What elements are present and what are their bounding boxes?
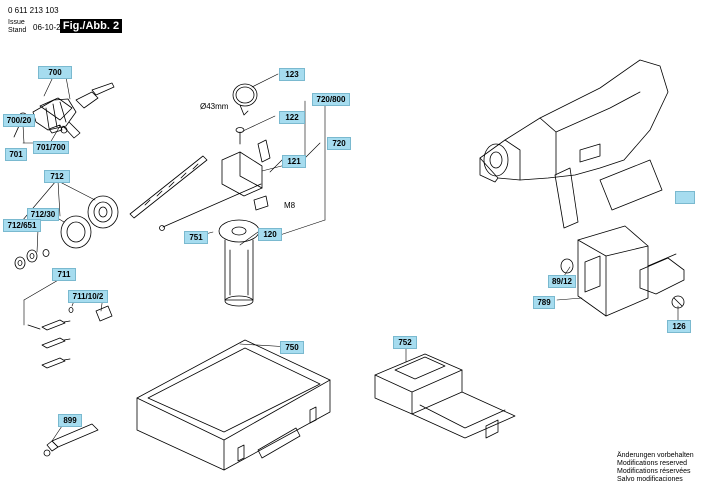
callout-711-10-2: 711/10/2	[68, 290, 108, 303]
drill-chuck-700	[33, 83, 114, 133]
callout-89-12: 89/12	[548, 275, 576, 288]
battery-charger-752	[375, 354, 515, 438]
screwdriver-bits-711	[28, 306, 112, 368]
callout-122: 122	[279, 111, 305, 124]
callout-712: 712	[44, 170, 70, 183]
callout-701: 701	[5, 148, 27, 161]
notice-de: Änderungen vorbehalten	[617, 452, 694, 459]
callout-899: 899	[58, 414, 82, 427]
depth-rod-751	[160, 184, 262, 231]
leader-lines	[22, 74, 678, 441]
notice-en: Modifications reserved	[617, 460, 688, 467]
clamp-diameter-label: Ø43mm	[200, 102, 229, 111]
callout-121: 121	[282, 155, 306, 168]
clamp-band-123	[233, 84, 257, 115]
callout-720: 720	[327, 137, 351, 150]
callout-701-700: 701/700	[33, 141, 69, 154]
callout-752: 752	[393, 336, 417, 349]
part-number: 0 611 213 103	[8, 6, 59, 15]
side-handle-120	[219, 220, 259, 306]
callout-123: 123	[279, 68, 305, 81]
callout-720-800: 720/800	[312, 93, 350, 106]
grease-tube-899	[44, 424, 98, 456]
callout-750: 750	[280, 341, 304, 354]
notice-fr: Modifications réservées	[617, 468, 691, 475]
carrying-case-750	[137, 340, 330, 470]
callout-126: 126	[667, 320, 691, 333]
clamp-screw-122	[236, 128, 244, 145]
issue-label-line1: Issue	[8, 19, 25, 26]
callout-120: 120	[258, 228, 282, 241]
chuck-rings-712	[15, 196, 118, 269]
chuck-key-701	[61, 122, 80, 138]
modifications-notice: Änderungen vorbehalten Modifications res…	[617, 452, 694, 484]
callout-700-20: 700/20	[3, 114, 35, 127]
callout-712-651: 712/651	[3, 219, 41, 232]
figure-label: Fig./Abb. 2	[60, 19, 122, 33]
drill-bit	[130, 156, 207, 218]
callout-712-30: 712/30	[27, 208, 59, 221]
handle-bracket-121	[222, 140, 270, 210]
issue-label: Issue Stand	[8, 19, 26, 35]
battery-pack	[561, 226, 684, 316]
callout-blank	[675, 191, 695, 204]
callout-789: 789	[533, 296, 555, 309]
issue-label-line2: Stand	[8, 27, 27, 34]
issue-date: 06-10-25	[33, 23, 66, 32]
bolt-size-label: M8	[284, 201, 296, 210]
callout-700: 700	[38, 66, 72, 79]
notice-es: Salvo modificaciones	[617, 476, 683, 483]
callout-751: 751	[184, 231, 208, 244]
callout-711: 711	[52, 268, 76, 281]
hammer-drill-body	[480, 60, 668, 228]
